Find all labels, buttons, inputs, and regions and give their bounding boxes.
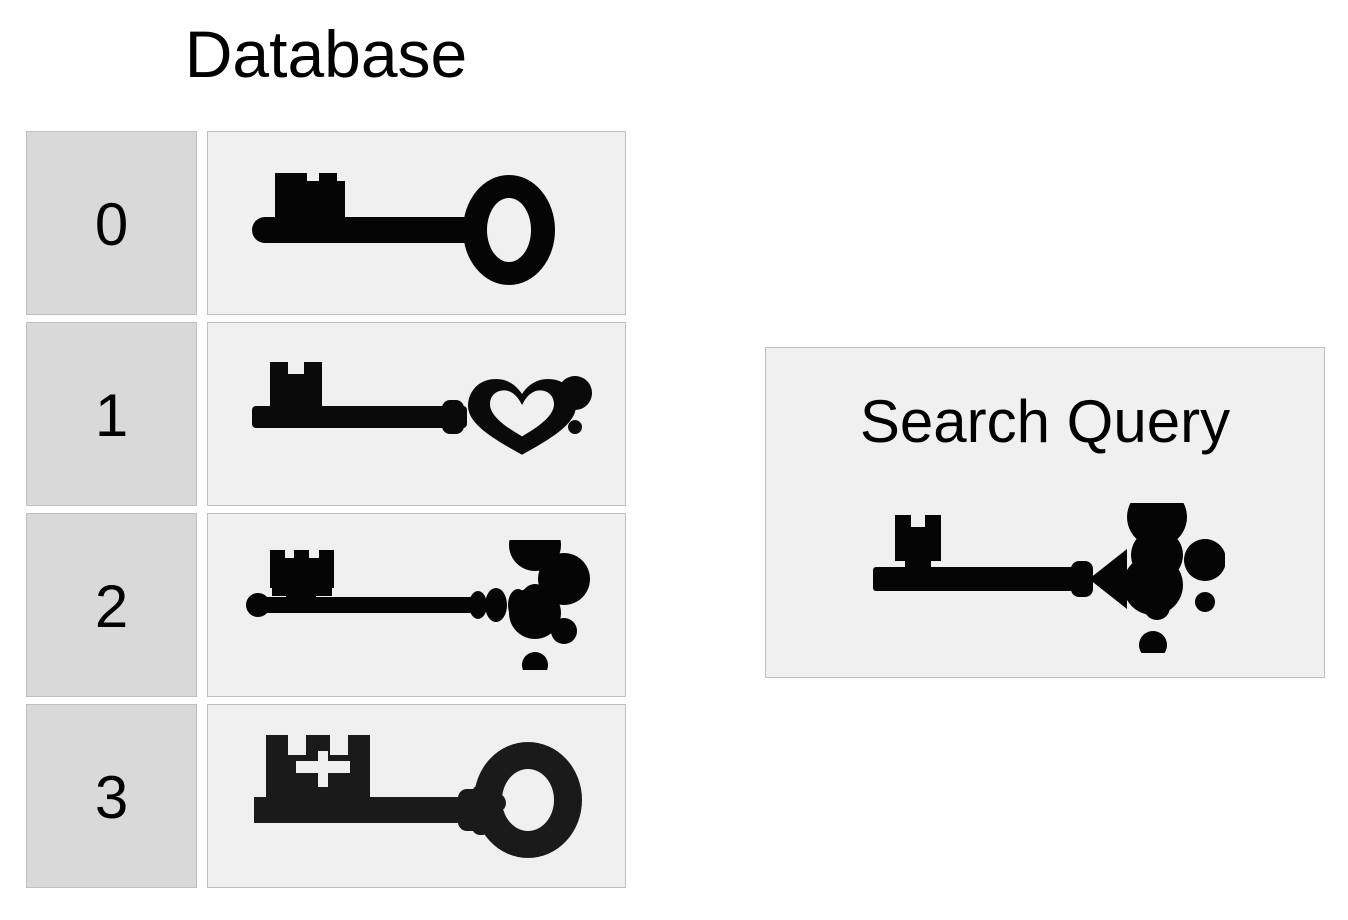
page-title: Database — [184, 17, 468, 91]
row-key-cell-1[interactable] — [207, 322, 626, 506]
row-index-label: 2 — [94, 573, 129, 640]
database-table: 0 — [26, 131, 626, 893]
key-trefoil-bow-icon — [242, 540, 592, 670]
row-key-cell-0[interactable] — [207, 131, 626, 315]
table-row[interactable]: 3 — [26, 704, 626, 888]
table-row[interactable]: 1 — [26, 322, 626, 506]
row-key-cell-3[interactable] — [207, 704, 626, 888]
row-index-cell-1[interactable]: 1 — [26, 322, 197, 506]
key-quatrefoil-bow-icon — [865, 503, 1225, 653]
row-index-cell-3[interactable]: 3 — [26, 704, 197, 888]
table-row[interactable]: 0 — [26, 131, 626, 315]
row-index-cell-0[interactable]: 0 — [26, 131, 197, 315]
search-query-key-wrap — [766, 488, 1324, 668]
key-oval-bow-icon — [247, 159, 587, 287]
search-query-panel[interactable]: Search Query — [765, 347, 1325, 678]
key-heart-bow-icon — [242, 354, 592, 474]
row-index-cell-2[interactable]: 2 — [26, 513, 197, 697]
search-query-title: Search Query — [859, 388, 1231, 455]
key-round-bow-cross-bit-icon — [244, 727, 589, 865]
row-key-cell-2[interactable] — [207, 513, 626, 697]
table-row[interactable]: 2 — [26, 513, 626, 697]
row-index-label: 1 — [94, 382, 129, 449]
row-index-label: 3 — [94, 764, 129, 831]
row-index-label: 0 — [94, 191, 129, 258]
